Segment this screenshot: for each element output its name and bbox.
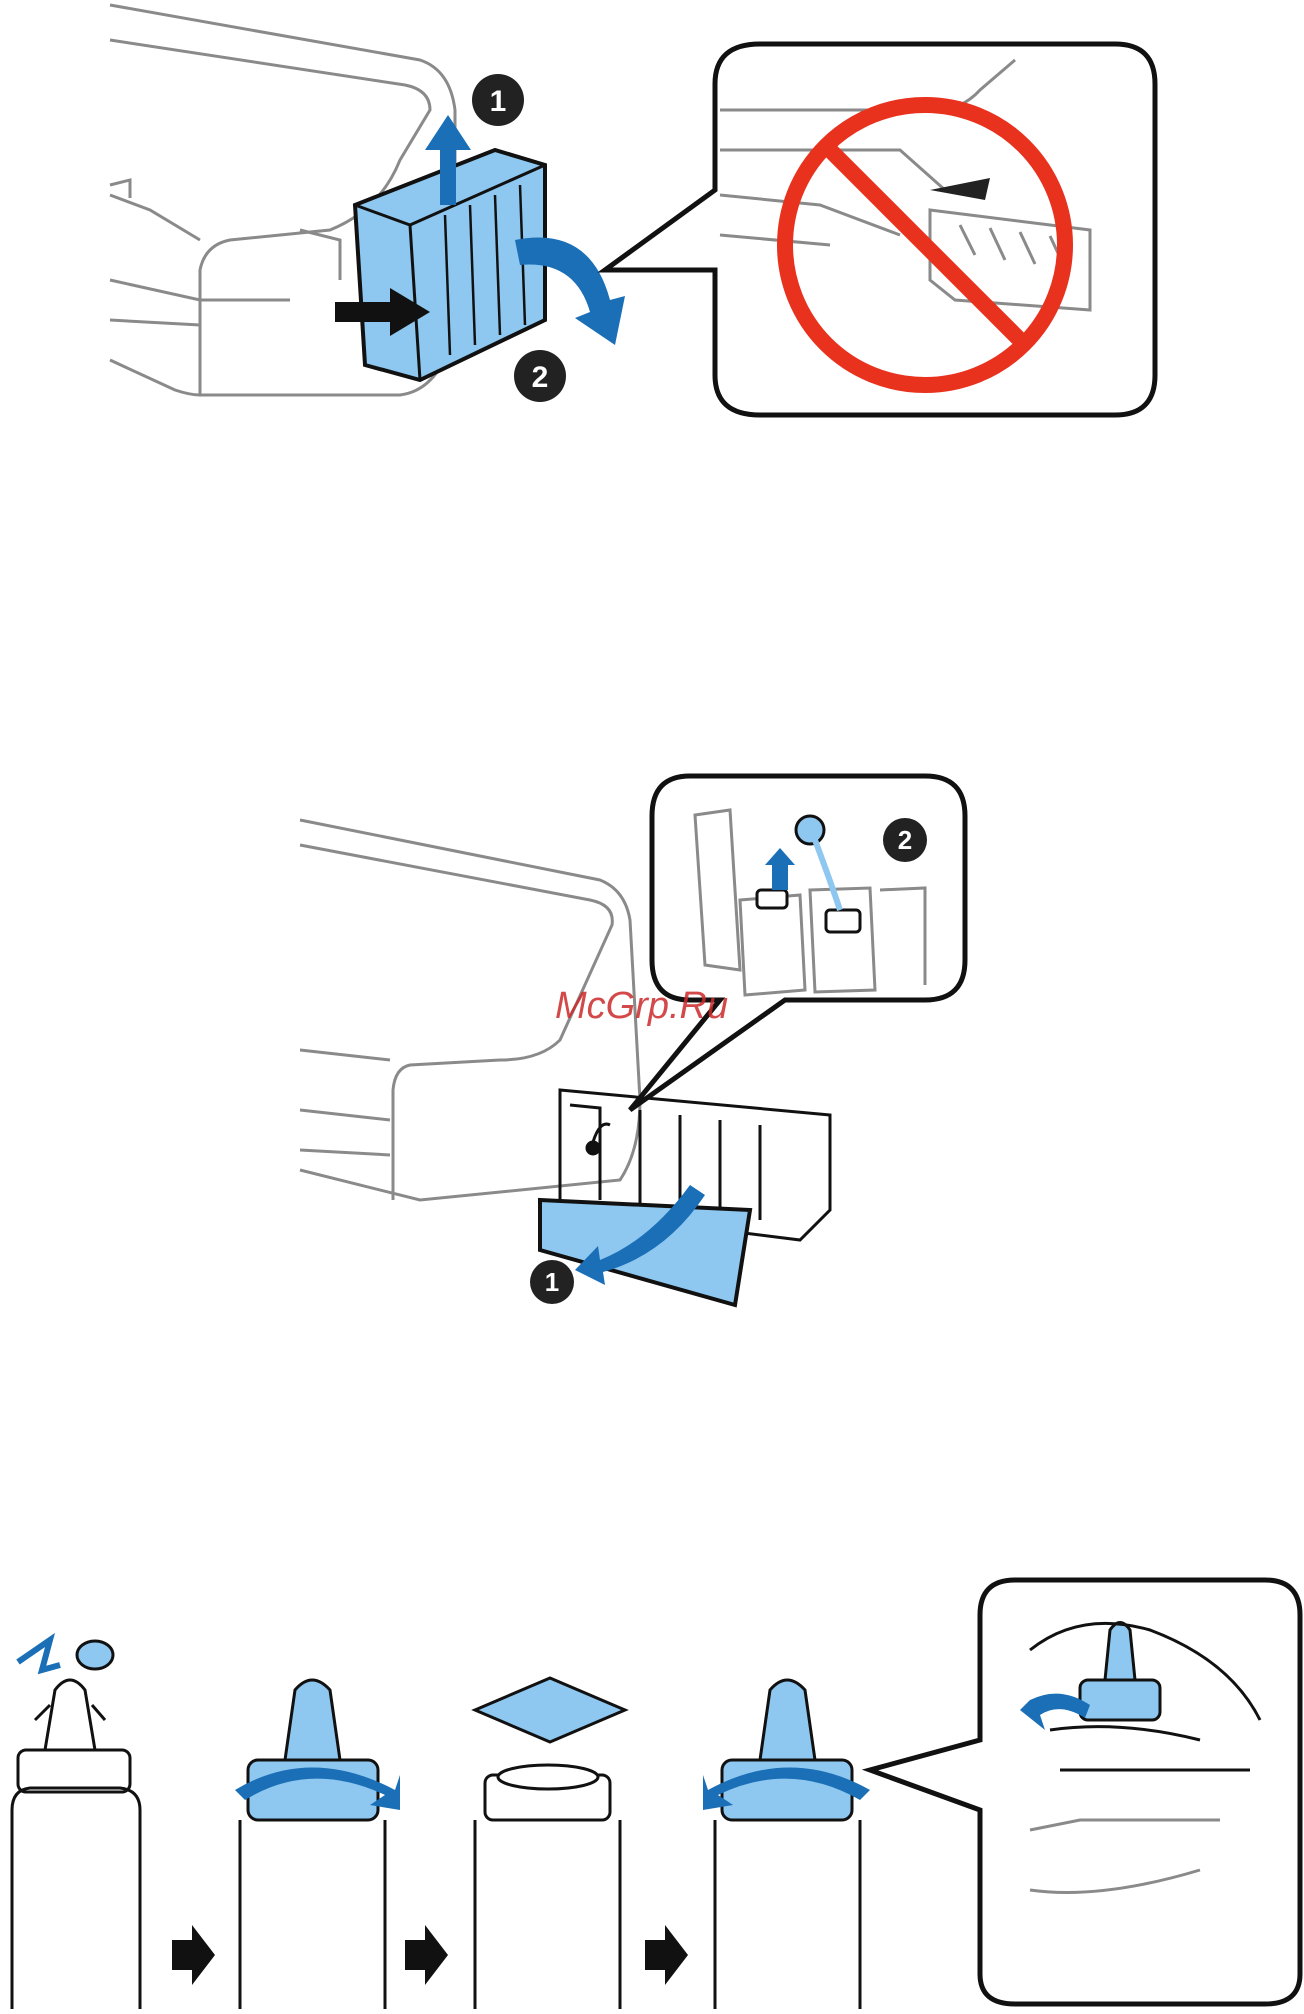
figure-remove-tank: 1 2 xyxy=(0,0,1304,430)
hand-twist-callout xyxy=(870,1580,1300,2004)
bottle-seal-icon xyxy=(475,1678,625,2009)
svg-text:1: 1 xyxy=(545,1267,559,1297)
svg-text:1: 1 xyxy=(490,85,507,118)
badge-1: 1 xyxy=(472,74,524,126)
step-arrow-icon xyxy=(405,1925,448,1985)
svg-text:2: 2 xyxy=(532,361,549,394)
badge-2: 2 xyxy=(514,350,566,402)
bottle-close-cap-icon xyxy=(703,1680,870,2009)
bottle-steps-illustration xyxy=(0,1570,1304,2009)
watermark-text: McGrp.Ru xyxy=(555,985,728,1028)
figure-open-tank-cap: 1 2 xyxy=(0,770,1304,1330)
bottle-snap-icon xyxy=(12,1640,140,2009)
remove-tank-illustration: 1 2 xyxy=(0,0,1304,430)
badge-1: 1 xyxy=(530,1260,574,1304)
callout-bubble: 2 xyxy=(630,776,965,1110)
figure-bottle-steps xyxy=(0,1570,1304,2009)
svg-text:2: 2 xyxy=(898,825,912,855)
step-arrow-icon xyxy=(172,1925,215,1985)
open-tank-illustration: 1 2 xyxy=(0,770,1304,1330)
bottle-twist-cap-icon xyxy=(235,1680,400,2009)
step-arrow-icon xyxy=(645,1925,688,1985)
callout-bubble xyxy=(605,44,1155,415)
badge-2: 2 xyxy=(883,818,927,862)
